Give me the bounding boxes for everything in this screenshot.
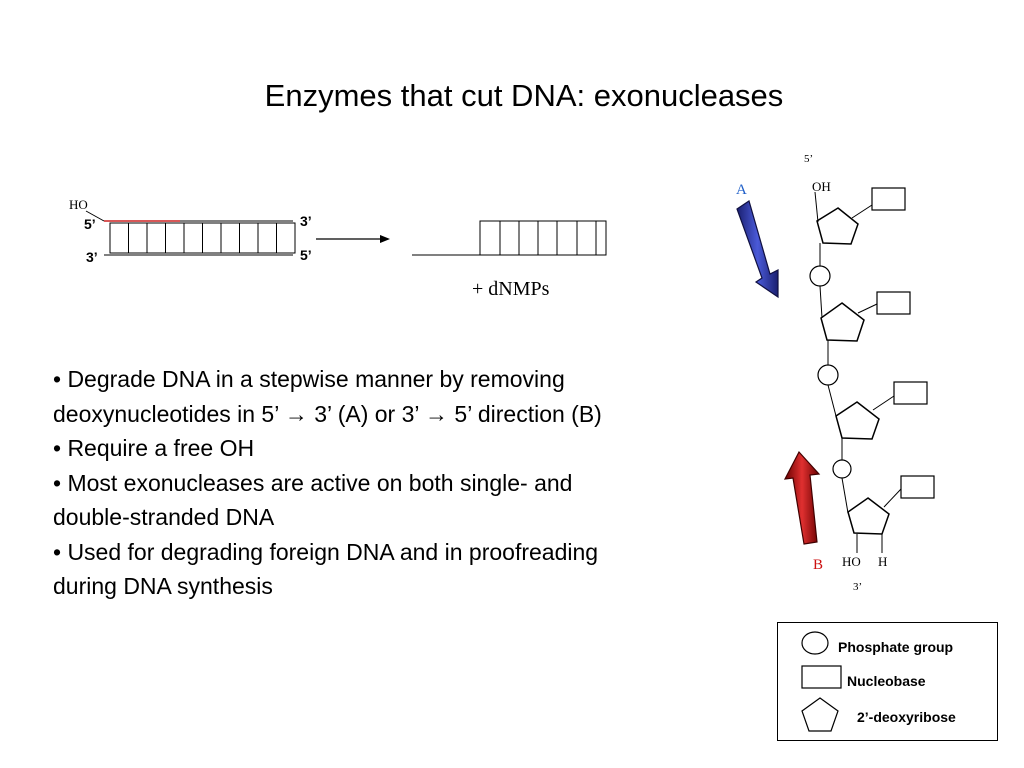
dsdna-bottom-3prime-label: 3’	[86, 249, 98, 265]
product-ladder	[479, 220, 607, 256]
arrow-b-icon	[783, 450, 821, 545]
bullet-text: deoxynucleotides in 5’	[53, 400, 285, 427]
strand-ho-label: HO	[842, 554, 861, 569]
nucleobase-box	[900, 475, 935, 499]
direction-b-label: B	[813, 557, 823, 573]
arrow-a-icon	[736, 200, 779, 299]
nucleobase-box	[876, 291, 911, 315]
nucleobase-box	[893, 381, 928, 405]
dsdna-top-3prime-label: 3’	[300, 213, 312, 229]
legend: Phosphate group Nucleobase 2’-deoxyribos…	[777, 622, 998, 741]
bullet-line: double-stranded DNA	[53, 504, 275, 530]
deoxyribose-pentagon	[820, 302, 865, 342]
bullet-text: 5’ direction (B)	[448, 400, 602, 427]
reaction-arrow	[316, 235, 390, 243]
bullet-line: during DNA synthesis	[53, 573, 273, 599]
bullet-list: • Degrade DNA in a stepwise manner by re…	[53, 362, 753, 604]
slide-title: Enzymes that cut DNA: exonucleases	[264, 78, 784, 113]
right-arrow-icon: →	[284, 400, 308, 427]
right-arrow-icon: →	[425, 400, 449, 427]
legend-deoxyribose-label: 2’-deoxyribose	[857, 709, 956, 725]
dsdna-product	[412, 220, 607, 256]
strand-oh-label: OH	[812, 179, 831, 194]
phosphate-circle	[809, 265, 831, 287]
ho-bond	[85, 210, 105, 222]
dsdna-substrate	[104, 220, 296, 256]
bullet-line: deoxynucleotides in 5’ → 3’ (A) or 3’ → …	[53, 397, 753, 432]
bullet-line: • Used for degrading foreign DNA and in …	[53, 538, 599, 565]
reaction-diagram: HO 5’ 3’ 3’ 5’	[69, 197, 607, 300]
bullet-line: • Degrade DNA in a stepwise manner by re…	[53, 366, 565, 392]
legend-nucleobase-icon	[801, 665, 842, 689]
bullet-line: • Require a free OH	[53, 435, 255, 461]
deoxyribose-pentagon	[816, 207, 859, 245]
bullet-line: • Most exonucleases are active on both s…	[53, 469, 573, 496]
deoxyribose-pentagon	[847, 497, 890, 535]
strand-3prime-label: 3’	[853, 581, 862, 593]
bullet-text: 3’ (A) or 3’	[307, 400, 426, 427]
dsdna-top-5prime-label: 5’	[84, 216, 96, 232]
ho-label: HO	[69, 197, 88, 212]
strand-5prime-label: 5’	[804, 153, 813, 165]
direction-a-label: A	[736, 182, 747, 198]
nucleobase-box	[871, 187, 906, 211]
dsdna-bottom-5prime-label: 5’	[300, 247, 312, 263]
phosphate-circle	[832, 459, 852, 479]
legend-phosphate-icon	[801, 631, 829, 655]
dnmps-product-label: + dNMPs	[472, 278, 550, 300]
legend-nucleobase-label: Nucleobase	[847, 673, 926, 689]
legend-phosphate-label: Phosphate group	[838, 639, 953, 655]
legend-deoxyribose-icon	[801, 697, 839, 732]
strand-h-label: H	[878, 554, 887, 569]
phosphate-circle	[817, 364, 839, 386]
ssdna-structure: 5’ OH HO H 3’ A	[736, 153, 935, 593]
deoxyribose-pentagon	[835, 401, 880, 440]
